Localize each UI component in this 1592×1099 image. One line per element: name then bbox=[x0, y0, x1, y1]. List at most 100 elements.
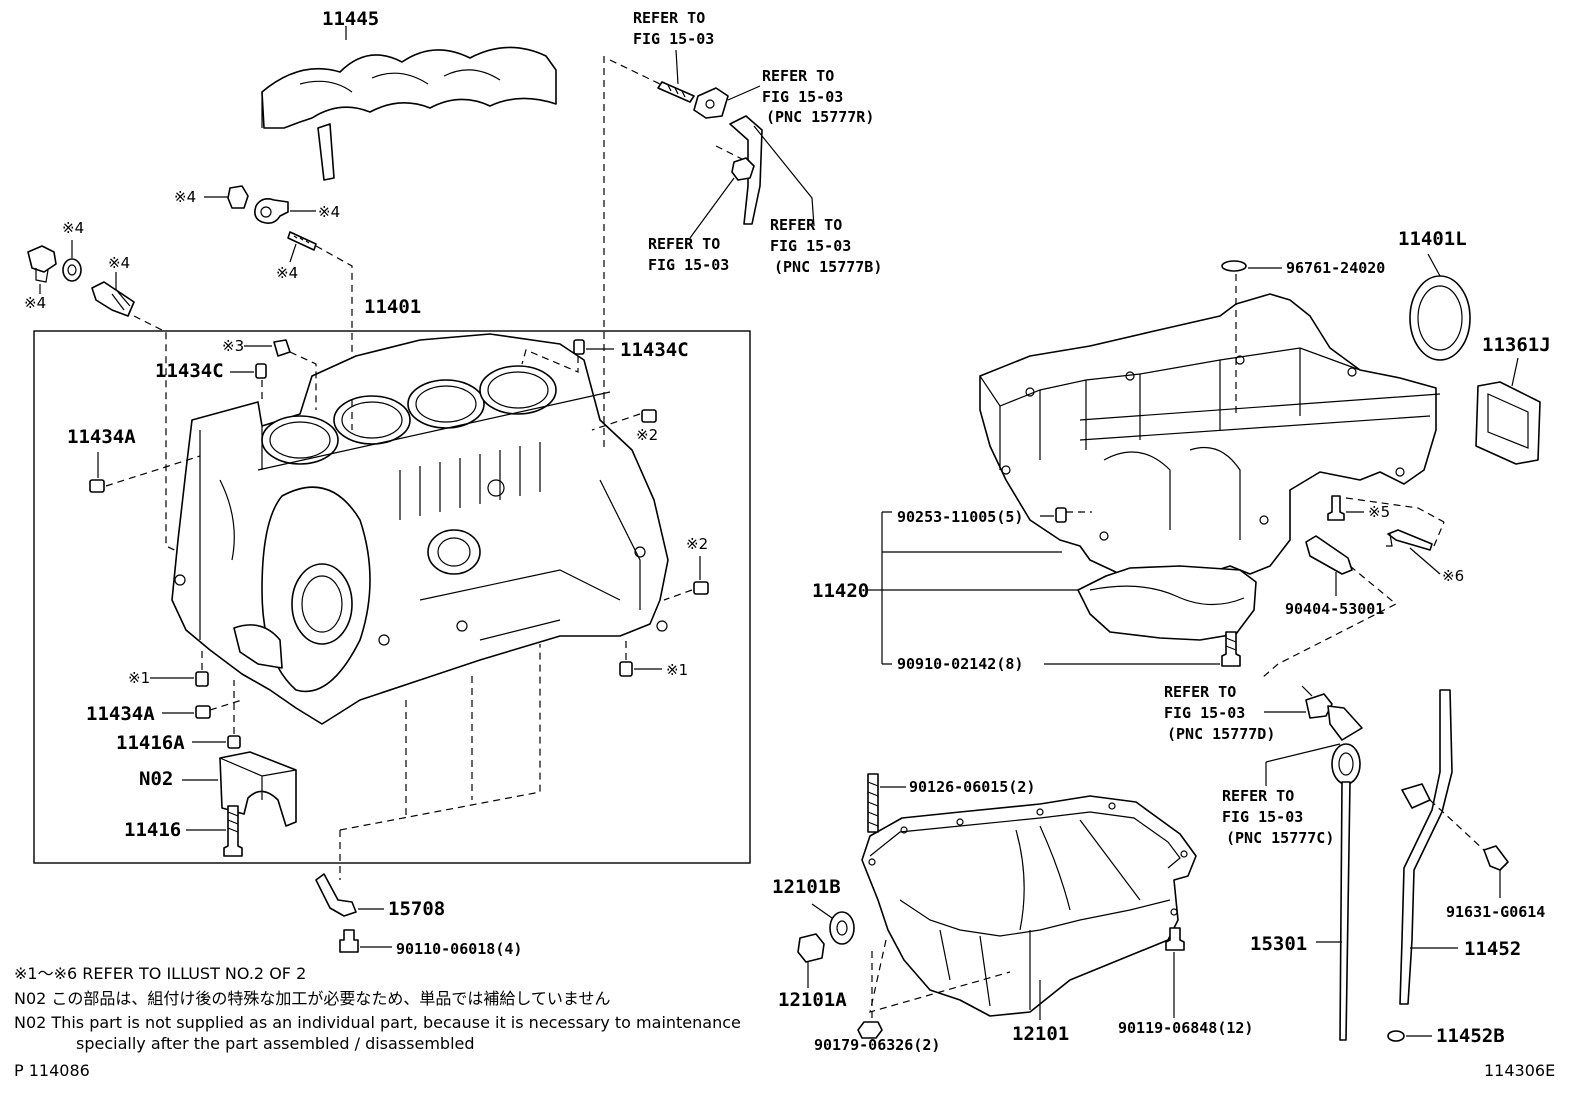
callout-11416: 11416 bbox=[124, 819, 181, 841]
notes-layer: ※1～※6 REFER TO ILLUST NO.2 OF 2 N02 この部品は… bbox=[14, 964, 1555, 1080]
cylinder-block-group-box bbox=[33, 330, 751, 864]
refer-label-right-2: REFER TO bbox=[1222, 787, 1294, 805]
pin-90253-11005 bbox=[1055, 507, 1092, 523]
cylinder-block-11401 bbox=[171, 333, 669, 725]
callout-91631-g0614: 91631-G0614 bbox=[1446, 903, 1545, 921]
pin-mark2-upper bbox=[591, 409, 657, 431]
pin-mark2-lower bbox=[663, 556, 709, 601]
mark-1-left: ※1 bbox=[128, 669, 150, 687]
callout-15301: 15301 bbox=[1250, 933, 1307, 955]
oring-96761-24020 bbox=[1221, 260, 1282, 416]
bolt-90110-06018 bbox=[339, 929, 392, 953]
callout-11445: 11445 bbox=[322, 8, 379, 30]
insulator-11445 bbox=[261, 26, 557, 181]
callout-11434a-upper: 11434A bbox=[67, 426, 136, 448]
callout-11434a-lower: 11434A bbox=[86, 703, 155, 725]
bolt-90910-02142 bbox=[1221, 631, 1241, 667]
stud-refer-1 bbox=[609, 49, 695, 103]
pnc-15777d: (PNC 15777D) bbox=[1167, 725, 1275, 743]
refer-fig-right-1: FIG 15-03 bbox=[1164, 704, 1245, 722]
stud-mark4 bbox=[287, 231, 353, 400]
hose-15777d bbox=[1264, 685, 1363, 741]
mark-4-plug: ※4 bbox=[24, 294, 46, 312]
pin-mark1-right bbox=[619, 636, 662, 677]
illustration-id: 114306E bbox=[1484, 1061, 1555, 1080]
callout-n02: N02 bbox=[139, 768, 173, 790]
check-valve-90404-53001 bbox=[1261, 535, 1398, 679]
callout-90404-53001: 90404-53001 bbox=[1285, 600, 1384, 618]
oil-pan-12101 bbox=[861, 795, 1197, 1020]
callout-11434c-right: 11434C bbox=[620, 339, 689, 361]
callout-11361j: 11361J bbox=[1482, 334, 1551, 356]
nut-90179-06326 bbox=[857, 950, 883, 1039]
mark-4-washer: ※4 bbox=[62, 219, 84, 237]
refer-label-top-3: REFER TO bbox=[770, 216, 842, 234]
callout-90179-06326: 90179-06326(2) bbox=[814, 1036, 940, 1054]
drain-plug-12101a bbox=[797, 933, 825, 988]
bolt-90119-06848 bbox=[1165, 927, 1185, 1018]
refer-fig-right-2: FIG 15-03 bbox=[1222, 808, 1303, 826]
callout-11452b: 11452B bbox=[1436, 1025, 1505, 1047]
dipstick-15301 bbox=[1316, 743, 1361, 1041]
callout-12101: 12101 bbox=[1012, 1023, 1069, 1045]
pnc-15777r: (PNC 15777R) bbox=[766, 108, 874, 126]
bolt-91631-g0614 bbox=[1429, 799, 1509, 898]
pnc-15777b: (PNC 15777B) bbox=[774, 258, 882, 276]
pin-11434a-upper bbox=[89, 452, 201, 493]
note-n02-english-2: specially after the part assembled / dis… bbox=[76, 1034, 475, 1053]
refer-fig-top-2: FIG 15-03 bbox=[762, 88, 843, 106]
refer-fig-top-1: FIG 15-03 bbox=[633, 30, 714, 48]
mark-3: ※3 bbox=[222, 337, 244, 355]
mark-4-stud: ※4 bbox=[276, 264, 298, 282]
mark-1-right: ※1 bbox=[666, 661, 688, 679]
gasket-12101b bbox=[811, 903, 855, 945]
callout-11452: 11452 bbox=[1464, 938, 1521, 960]
note-n02-japanese: N02 この部品は、組付け後の特殊な加工が必要なため、単品では補給していません bbox=[14, 989, 610, 1008]
pipe-15708 bbox=[315, 873, 384, 917]
bolt-mark6 bbox=[1386, 521, 1445, 575]
callout-90126-06015: 90126-06015(2) bbox=[909, 778, 1035, 796]
leader-15777c-2 bbox=[1265, 743, 1341, 763]
refer-label-right-1: REFER TO bbox=[1164, 683, 1236, 701]
callout-11401l: 11401L bbox=[1398, 228, 1467, 250]
note-n02-english-1: N02 This part is not supplied as an indi… bbox=[14, 1013, 741, 1032]
callout-11420: 11420 bbox=[812, 580, 869, 602]
note-illust-reference: ※1～※6 REFER TO ILLUST NO.2 OF 2 bbox=[14, 964, 306, 983]
callout-11416a: 11416A bbox=[116, 732, 185, 754]
pin-11434c-right bbox=[521, 339, 614, 373]
union-refer bbox=[689, 157, 755, 239]
mark-2-lower: ※2 bbox=[686, 535, 708, 553]
page-ref-p: P 114086 bbox=[14, 1061, 90, 1080]
dipstick-guide-11452 bbox=[1399, 689, 1458, 1005]
stiffening-crankcase-11420 bbox=[979, 293, 1441, 641]
dashed-leaders-block bbox=[339, 56, 605, 880]
washer-mark4 bbox=[62, 240, 82, 282]
mark-5: ※5 bbox=[1368, 503, 1390, 521]
oring-11452b bbox=[1387, 1030, 1432, 1042]
callout-11401: 11401 bbox=[364, 296, 421, 318]
callout-90253-11005: 90253-11005(5) bbox=[897, 508, 1023, 526]
nut-mark4 bbox=[204, 185, 249, 209]
pin-mark3 bbox=[244, 339, 317, 410]
refer-fig-top-3: FIG 15-03 bbox=[770, 237, 851, 255]
pin-11434a-lower bbox=[162, 699, 243, 719]
bracket-mark4 bbox=[254, 198, 316, 224]
refer-fig-top-4: FIG 15-03 bbox=[648, 256, 729, 274]
refer-label-top-4: REFER TO bbox=[648, 235, 720, 253]
refer-label-top-2: REFER TO bbox=[762, 67, 834, 85]
mark-2-upper: ※2 bbox=[636, 426, 658, 444]
plug-mark4 bbox=[27, 245, 57, 294]
pipe-15777b bbox=[715, 115, 815, 227]
mark-6: ※6 bbox=[1442, 567, 1464, 585]
bolt-11416 bbox=[186, 805, 243, 857]
mark-4-sensor: ※4 bbox=[108, 254, 130, 272]
bearing-cap-n02 bbox=[182, 751, 297, 827]
callout-12101b: 12101B bbox=[772, 876, 841, 898]
pin-11434c-left bbox=[230, 363, 267, 404]
bracket-11420 bbox=[881, 511, 1220, 665]
callout-11434c-left: 11434C bbox=[155, 360, 224, 382]
callout-90119-06848: 90119-06848(12) bbox=[1118, 1019, 1253, 1037]
callout-90910-02142: 90910-02142(8) bbox=[897, 655, 1023, 673]
